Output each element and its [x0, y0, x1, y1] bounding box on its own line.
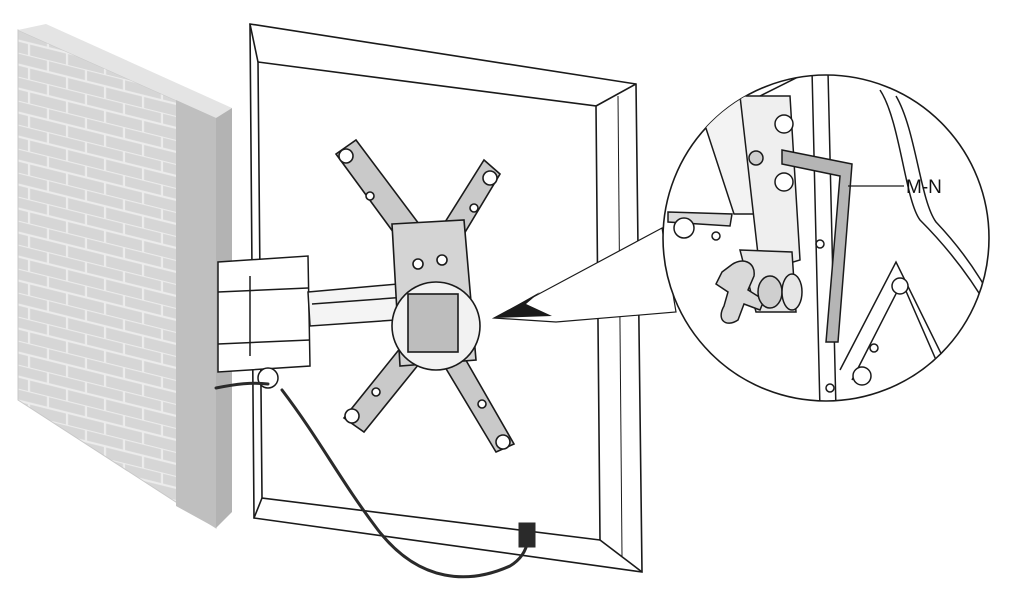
detail-magnifier: M-N — [662, 74, 990, 402]
brick-wall — [17, 24, 232, 529]
power-cable — [214, 381, 536, 579]
vesa-mounting-plate — [334, 138, 516, 454]
hex-key — [781, 149, 853, 343]
callout-arrow — [491, 227, 677, 323]
hex-key-label: M-N — [906, 177, 942, 198]
wing-nut — [715, 260, 803, 324]
